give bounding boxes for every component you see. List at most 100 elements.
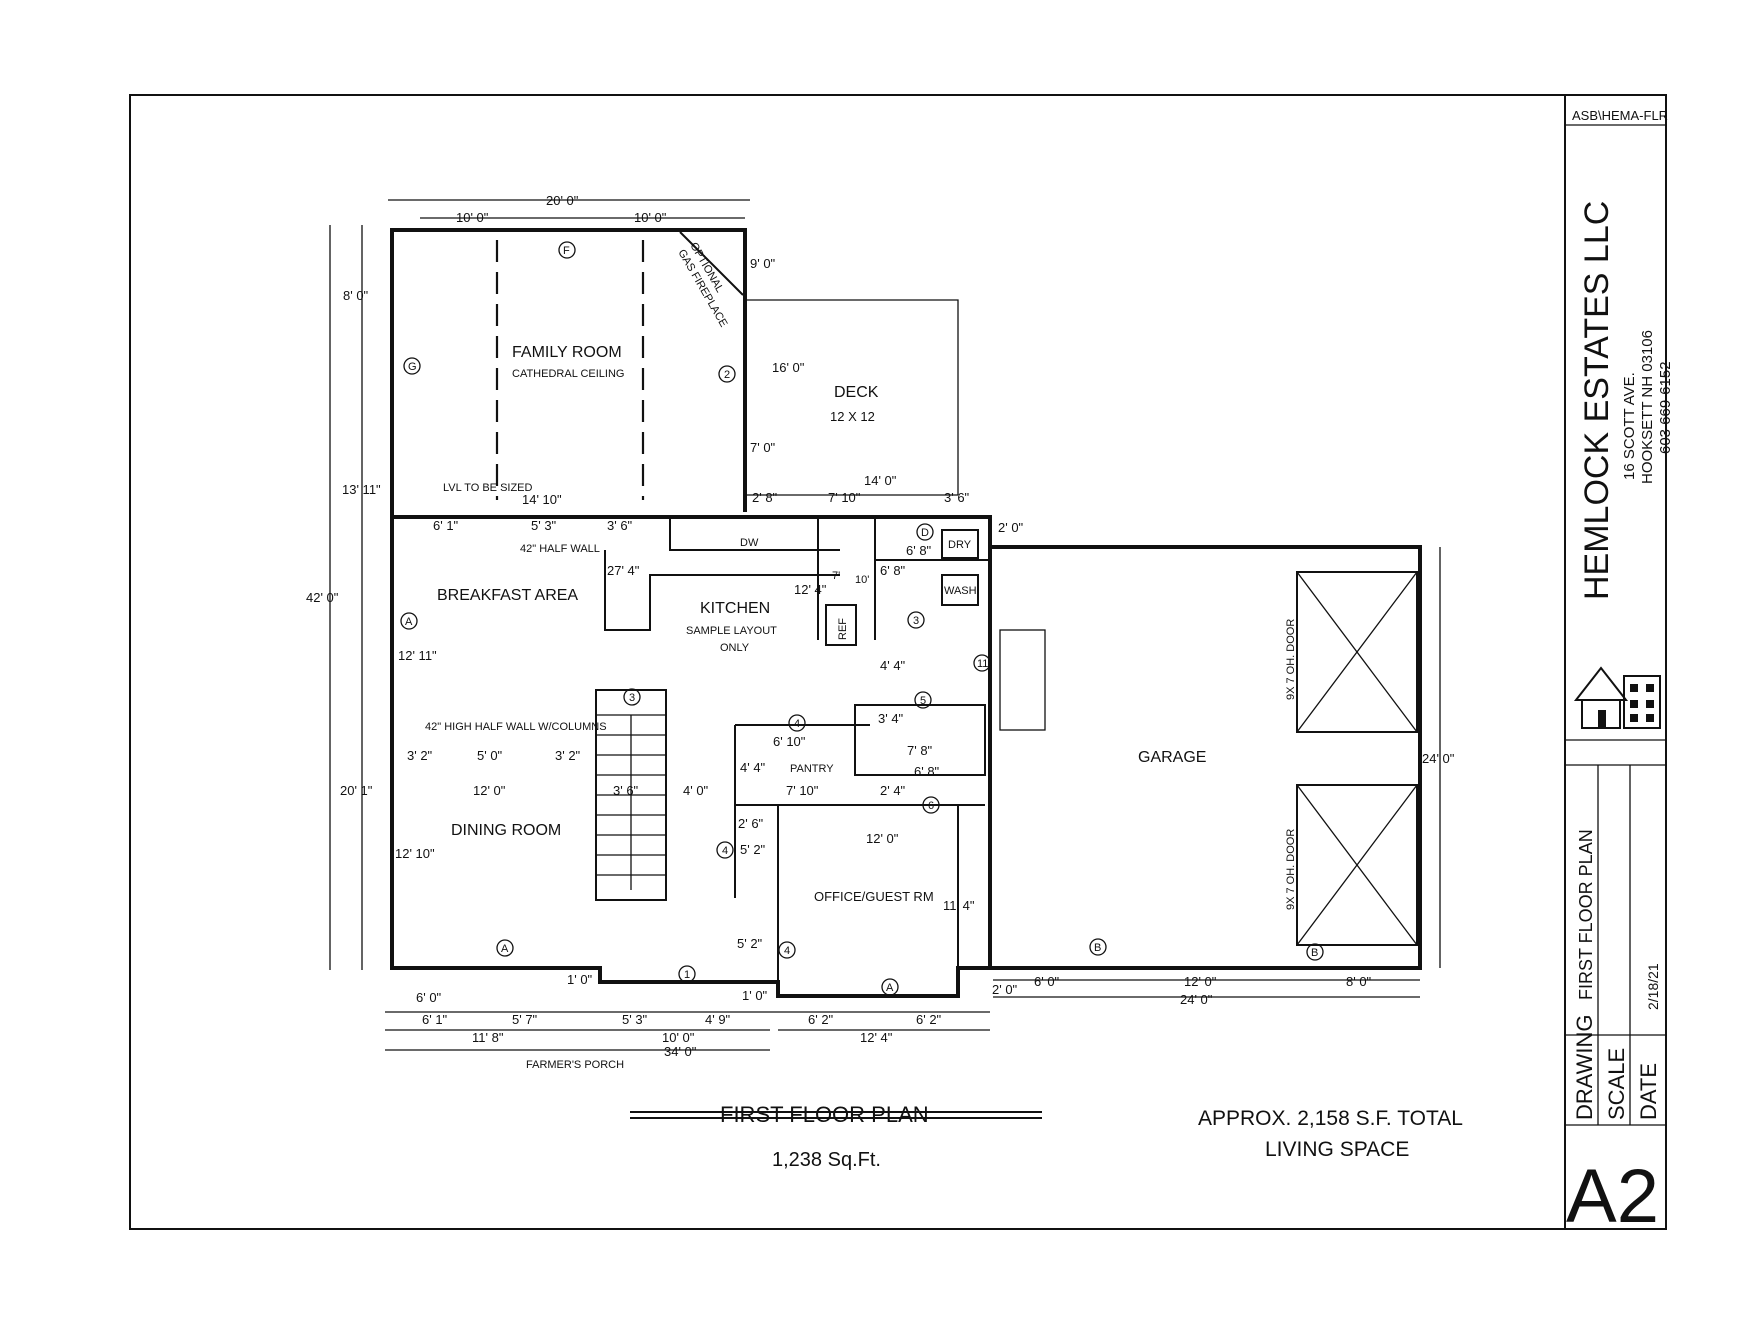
garage-label: GARAGE bbox=[1138, 749, 1206, 766]
dim-10-0-right: 10' 0" bbox=[634, 210, 667, 225]
dim-6-1-bottom: 6' 1" bbox=[422, 1012, 448, 1027]
dim-8-0: 8' 0" bbox=[343, 288, 369, 303]
deck-label: DECK bbox=[834, 384, 879, 401]
tag-3-laundry: 3 bbox=[913, 615, 919, 627]
garage-steps bbox=[999, 629, 1046, 731]
dim-10-0-left: 10' 0" bbox=[456, 210, 489, 225]
window-tags bbox=[400, 241, 1324, 996]
dim-1-0-a: 1' 0" bbox=[567, 972, 593, 987]
dim-4-4-pantry: 4' 4" bbox=[740, 760, 766, 775]
dim-7: 7' bbox=[832, 570, 840, 582]
dim-7-8: 7' 8" bbox=[907, 743, 933, 758]
house-logo-icon bbox=[1573, 666, 1661, 729]
dim-7-0: 7' 0" bbox=[750, 440, 776, 455]
tag-G: G bbox=[408, 361, 417, 373]
dim-7-10-pantry: 7' 10" bbox=[786, 783, 819, 798]
dryer bbox=[941, 529, 979, 559]
dining-room-label: DINING ROOM bbox=[451, 822, 561, 839]
dim-5-3-top: 5' 3" bbox=[531, 518, 557, 533]
dim-14-0: 14' 0" bbox=[864, 473, 897, 488]
date-label: DATE bbox=[1636, 1063, 1661, 1120]
tag-A-office: A bbox=[886, 982, 894, 994]
tag-A-bottom: A bbox=[501, 943, 509, 955]
dimension-lines bbox=[329, 199, 1441, 1119]
dim-10: 10' bbox=[855, 574, 869, 586]
tag-4-pantry: 4 bbox=[794, 718, 800, 730]
dim-2-8: 2' 8" bbox=[752, 490, 778, 505]
tag-5: 5 bbox=[920, 695, 926, 707]
company-address-2: HOOKSETT NH 03106 bbox=[1639, 330, 1656, 484]
garage-door-lower bbox=[1296, 784, 1418, 946]
dim-1-0-b: 1' 0" bbox=[742, 988, 768, 1003]
dim-7-10-top: 7' 10" bbox=[828, 490, 861, 505]
dim-12-11: 12' 11" bbox=[398, 648, 437, 663]
family-room-label: FAMILY ROOM bbox=[512, 344, 622, 361]
dim-4-4-laundry: 4' 4" bbox=[880, 658, 906, 673]
tag-B-garage-right: B bbox=[1311, 947, 1318, 959]
refrigerator-label: REF bbox=[837, 618, 849, 640]
dim-42-0: 42' 0" bbox=[306, 590, 339, 605]
dim-34-0: 34' 0" bbox=[664, 1044, 697, 1059]
company-name: HEMLOCK ESTATES LLC bbox=[1578, 201, 1616, 600]
office-label: OFFICE/GUEST RM bbox=[814, 889, 934, 904]
dim-6-8-b: 6' 8" bbox=[880, 563, 906, 578]
dim-16-0: 16' 0" bbox=[772, 360, 805, 375]
dim-5-0: 5' 0" bbox=[477, 748, 503, 763]
dim-2-0-right: 2' 0" bbox=[998, 520, 1024, 535]
dim-5-2-entry: 5' 2" bbox=[737, 936, 763, 951]
sheet-code: ASB\HEMA-FLR bbox=[1572, 108, 1668, 123]
dim-6-8-a: 6' 8" bbox=[906, 543, 932, 558]
dim-3-2-right: 3' 2" bbox=[555, 748, 581, 763]
date-value: 2/18/21 bbox=[1645, 963, 1661, 1010]
dim-3-2-left: 3' 2" bbox=[407, 748, 433, 763]
garage-door-label-upper: 9X 7 OH. DOOR bbox=[1285, 619, 1297, 700]
tag-3-stair: 3 bbox=[629, 692, 635, 704]
dim-6-10: 6' 10" bbox=[773, 734, 806, 749]
lvl-note: LVL TO BE SIZED bbox=[443, 482, 533, 494]
garage-door-upper bbox=[1296, 571, 1418, 733]
dishwasher-label: DW bbox=[740, 537, 759, 549]
dim-20-1: 20' 1" bbox=[340, 783, 373, 798]
dim-3-6-kitchen: 3' 6" bbox=[607, 518, 633, 533]
dim-3-6-top: 3' 6" bbox=[944, 490, 970, 505]
dim-10-0-bottom: 10' 0" bbox=[662, 1030, 695, 1045]
refrigerator bbox=[825, 604, 857, 646]
dim-8-0-garage: 8' 0" bbox=[1346, 974, 1372, 989]
kitchen-note-2: ONLY bbox=[720, 642, 750, 654]
family-room-note: CATHEDRAL CEILING bbox=[512, 368, 624, 380]
dim-12-0-garage: 12' 0" bbox=[1184, 974, 1217, 989]
deck-outline bbox=[745, 299, 959, 495]
tag-D: D bbox=[921, 527, 929, 539]
dim-24-0-bottom: 24' 0" bbox=[1180, 992, 1213, 1007]
deck-size: 12 X 12 bbox=[830, 409, 875, 424]
dim-2-0-garage: 2' 0" bbox=[992, 982, 1018, 997]
dim-5-2-closet: 5' 2" bbox=[740, 842, 766, 857]
dim-2-6: 2' 6" bbox=[738, 816, 764, 831]
dryer-label: DRY bbox=[948, 539, 972, 551]
drawing-value: FIRST FLOOR PLAN bbox=[1576, 829, 1596, 1000]
tag-F: F bbox=[563, 245, 570, 257]
dim-20-0-top: 20' 0" bbox=[546, 193, 579, 208]
dim-6-2-a: 6' 2" bbox=[808, 1012, 834, 1027]
half-wall-columns-note: 42" HIGH HALF WALL W/COLUMNS bbox=[425, 721, 607, 733]
company-address-1: 16 SCOTT AVE. bbox=[1621, 372, 1638, 480]
dim-13-11: 13' 11" bbox=[342, 482, 381, 497]
dim-6-1-top: 6' 1" bbox=[433, 518, 459, 533]
sheet-border bbox=[129, 94, 1667, 1230]
washer bbox=[941, 574, 979, 606]
dim-2-4: 2' 4" bbox=[880, 783, 906, 798]
dim-24-0-garage: 24' 0" bbox=[1422, 751, 1455, 766]
pantry-label: PANTRY bbox=[790, 763, 834, 775]
dim-3-6-stair: 3' 6" bbox=[613, 783, 639, 798]
scale-label: SCALE bbox=[1604, 1048, 1629, 1120]
dim-4-9: 4' 9" bbox=[705, 1012, 731, 1027]
breakfast-area-label: BREAKFAST AREA bbox=[437, 587, 578, 604]
porch-label: FARMER'S PORCH bbox=[526, 1059, 624, 1071]
tag-A-left: A bbox=[405, 616, 413, 628]
tag-6: 6 bbox=[928, 800, 934, 812]
dim-12-0-office: 12' 0" bbox=[866, 831, 899, 846]
tag-11: 11 bbox=[977, 658, 988, 670]
dim-3-4: 3' 4" bbox=[878, 711, 904, 726]
tag-B-garage-left: B bbox=[1094, 942, 1101, 954]
